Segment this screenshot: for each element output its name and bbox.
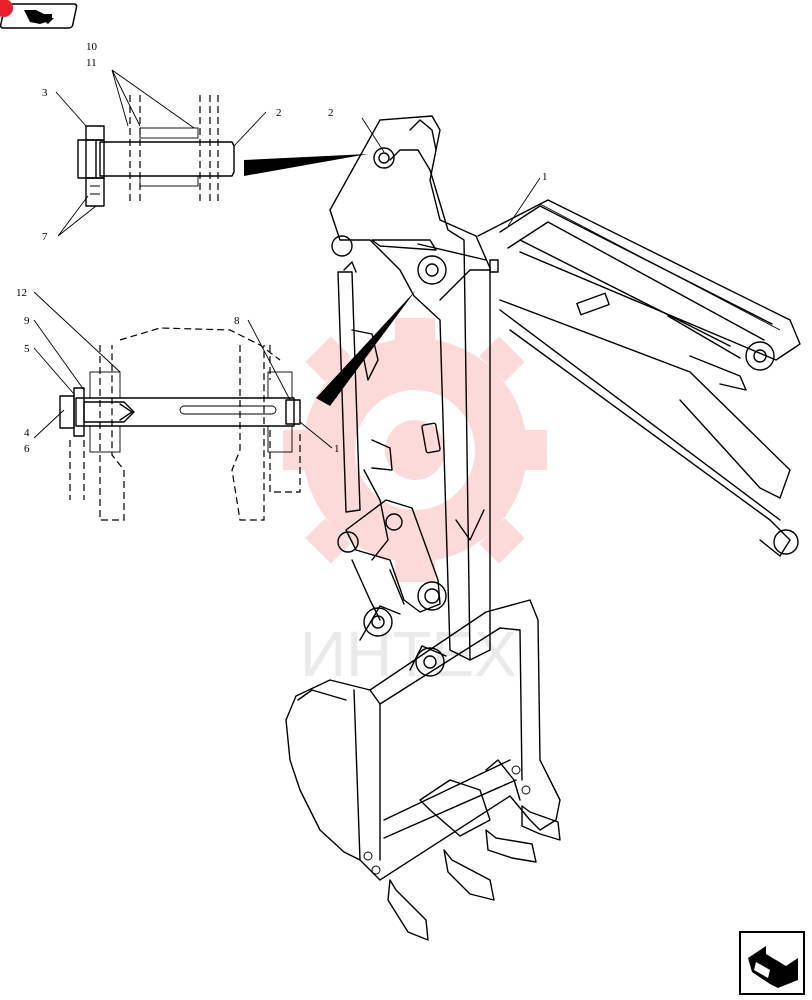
callout-8: 8 xyxy=(234,315,240,327)
callout-7: 7 xyxy=(42,231,48,243)
callout-1-detail: 1 xyxy=(334,443,340,455)
callout-5: 5 xyxy=(24,343,30,355)
pointer-wedge-upper xyxy=(244,154,368,176)
bucket xyxy=(285,599,561,941)
callout-11: 11 xyxy=(86,57,97,69)
red-marker-dot xyxy=(0,0,13,17)
watermark-gear-logo xyxy=(283,318,547,582)
callout-3: 3 xyxy=(42,87,48,99)
page-next-icon[interactable] xyxy=(739,931,805,995)
callout-2-detail: 2 xyxy=(276,107,282,119)
callout-12: 12 xyxy=(16,287,27,299)
callout-10: 10 xyxy=(86,41,98,53)
callout-2-main: 2 xyxy=(328,107,334,119)
callout-leaders xyxy=(33,69,541,449)
callout-9: 9 xyxy=(24,315,30,327)
boom-arm xyxy=(329,115,801,661)
callout-1-main: 1 xyxy=(542,171,548,183)
watermark-text: ИНТЕХ xyxy=(300,618,517,690)
callout-4: 4 xyxy=(24,427,30,439)
detail-upper-pin xyxy=(77,95,235,207)
detail-lower-pin xyxy=(59,327,301,521)
callout-6: 6 xyxy=(24,443,30,455)
callout-labels: 10 11 3 2 7 2 1 12 9 8 5 4 6 1 xyxy=(16,41,548,455)
